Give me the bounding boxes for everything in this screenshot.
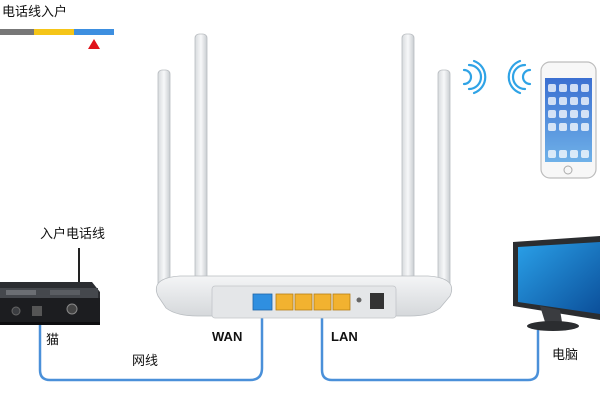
wan-cable	[38, 318, 264, 382]
wan-port	[252, 293, 273, 311]
lan-port	[332, 293, 351, 311]
router-icon	[155, 275, 453, 319]
router-antennas	[157, 33, 451, 299]
network-cable-label: 网线	[132, 354, 159, 369]
lan-port	[313, 293, 332, 311]
computer-label: 电脑	[552, 348, 579, 363]
modem-icon	[0, 282, 100, 325]
lan-port	[294, 293, 313, 311]
incoming-phone-line-label: 入户电话线	[40, 227, 106, 242]
lan-cable	[320, 318, 540, 382]
marker-triangle-icon	[88, 39, 100, 49]
phone-icon	[540, 61, 597, 179]
lan-port	[275, 293, 294, 311]
wan-label: WAN	[212, 329, 243, 344]
power-port	[370, 293, 384, 309]
wifi-icon	[507, 59, 532, 95]
lan-label: LAN	[331, 329, 358, 344]
phone-line-in-label: 电话线入户	[2, 5, 68, 20]
modem-label: 猫	[46, 333, 60, 348]
reset-button-icon	[356, 297, 362, 303]
phone-line-stripe	[0, 29, 114, 35]
wifi-icon	[462, 59, 487, 95]
computer-icon	[513, 236, 600, 331]
